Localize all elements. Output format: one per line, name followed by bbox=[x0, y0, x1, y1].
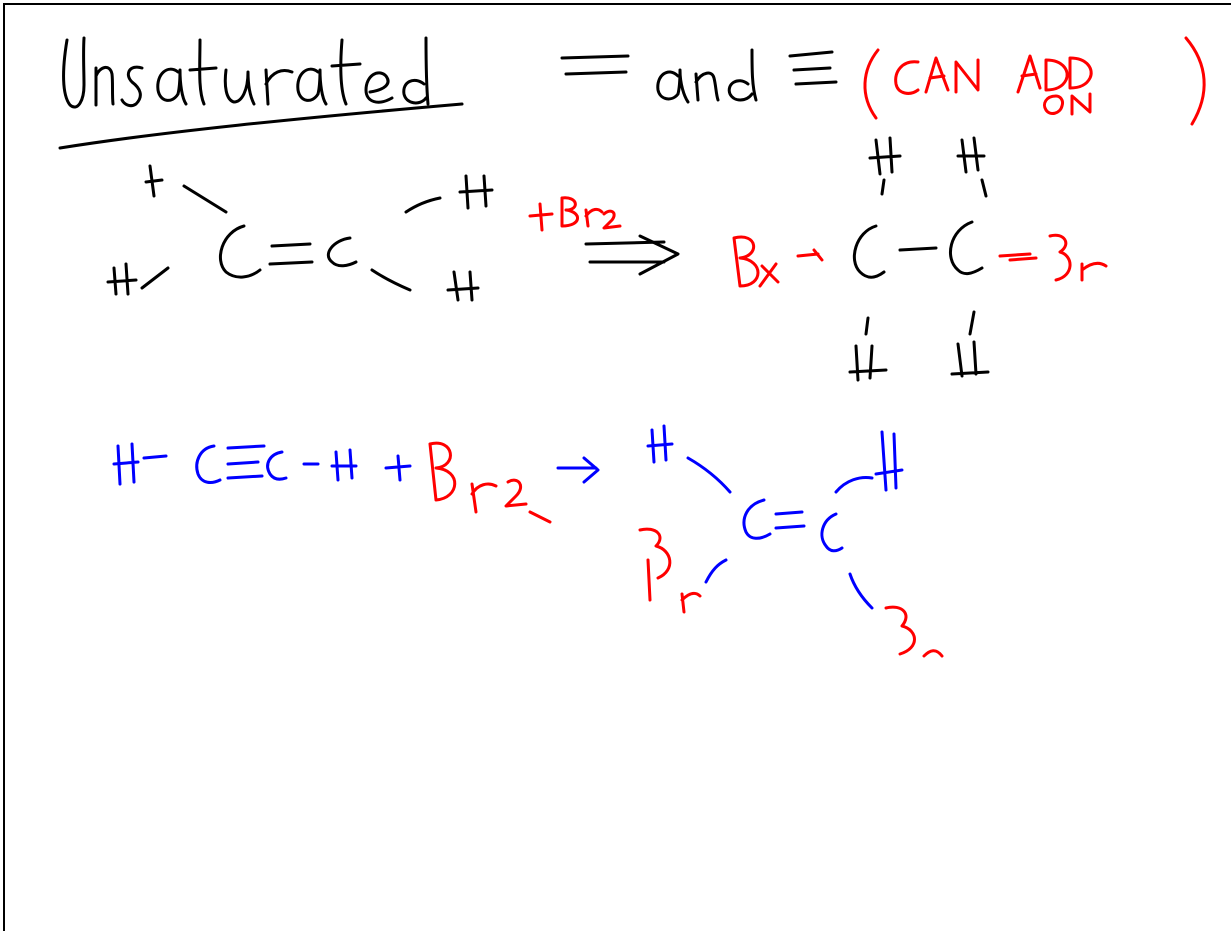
atom-h bbox=[112, 442, 140, 486]
atom-c bbox=[949, 220, 984, 276]
atom-h bbox=[848, 344, 888, 382]
atom-c bbox=[266, 450, 288, 481]
heading-unsaturated bbox=[58, 36, 464, 150]
ethyne-reactant bbox=[112, 442, 600, 486]
atom-h bbox=[106, 262, 138, 296]
atom-c bbox=[852, 224, 886, 279]
atom-h bbox=[458, 174, 494, 210]
atom-h bbox=[868, 136, 902, 176]
atom-h bbox=[646, 424, 674, 464]
dibromoethane-product bbox=[848, 136, 990, 382]
dibromoethene-product bbox=[646, 424, 904, 610]
product-1-bromines bbox=[732, 233, 1108, 288]
atom-h bbox=[446, 270, 480, 302]
atom-c bbox=[218, 224, 262, 279]
atom-c bbox=[195, 444, 222, 484]
atom-h bbox=[950, 340, 990, 378]
board-frame bbox=[3, 3, 1231, 931]
note-can-add-on bbox=[863, 36, 1206, 126]
bond-types-heading bbox=[560, 48, 838, 104]
atom-c bbox=[326, 236, 358, 268]
product-2-bromines bbox=[638, 527, 944, 658]
ethene-reactant bbox=[106, 164, 680, 302]
atom-c bbox=[742, 498, 772, 540]
atom-h bbox=[956, 136, 986, 174]
atom-h bbox=[874, 430, 904, 492]
reagent-br2-1 bbox=[528, 196, 622, 232]
atom-h bbox=[144, 164, 164, 198]
atom-h bbox=[330, 448, 358, 482]
atom-c bbox=[820, 512, 844, 553]
reagent-br2-2 bbox=[428, 441, 552, 524]
